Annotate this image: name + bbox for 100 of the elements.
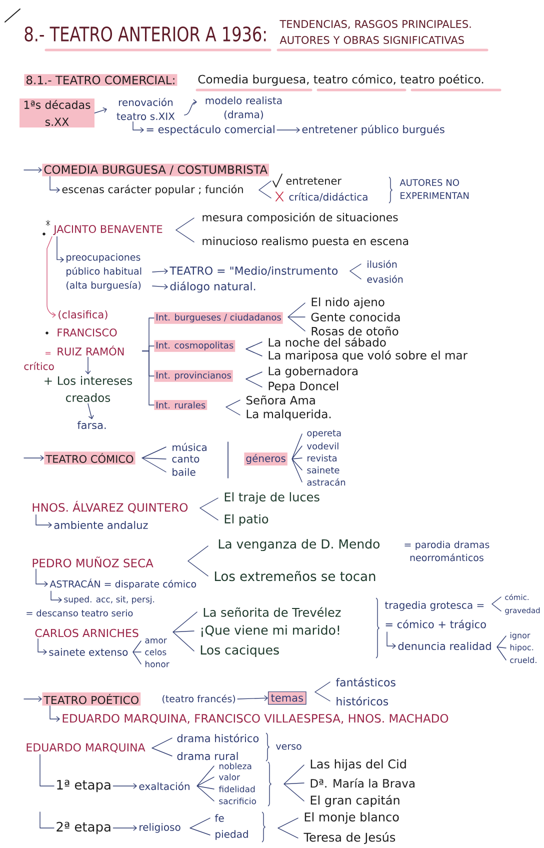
author-name: PEDRO MUÑOZ SECA [32, 556, 154, 568]
work-title: Pepa Doncel [268, 381, 338, 393]
highlighted-term: Int. burgueses / ciudadanos [154, 312, 283, 324]
work-title: Las hijas del Cid [310, 759, 406, 771]
note-text: ASTRACÁN = disparate cómico [50, 578, 196, 590]
author-name: CARLOS ARNICHES [35, 628, 138, 638]
note-text: ilusión [368, 260, 397, 268]
list-item: hipoc. [510, 644, 534, 652]
note-text: ambiente andaluz [54, 520, 148, 530]
list-item: amor [145, 638, 167, 644]
note-text: crítico [24, 362, 54, 370]
arrow [24, 167, 42, 173]
list-item: música [172, 442, 206, 452]
connector-line [40, 812, 54, 828]
arrow [50, 176, 60, 193]
connector-line [142, 350, 154, 406]
note-text: (teatro francés) [162, 694, 236, 704]
list-item: honor [145, 660, 170, 668]
list-item: canto [172, 455, 200, 463]
note-text: evasión [367, 275, 403, 283]
work-title: La señorita de Trevélez [204, 607, 341, 617]
author-list: EDUARDO MARQUINA, FRANCISCO VILLAESPESA, HNOS. MACHADO [62, 714, 448, 724]
work-title: + Los intereses creados [44, 376, 132, 402]
work-title: Dª. María la Brava [310, 778, 414, 788]
work-title: La mariposa que voló sobre el mar [268, 350, 468, 362]
note-text: farsa. [77, 420, 106, 430]
highlighted-term: Int. cosmopolitas [154, 340, 236, 352]
note-text: TEATRO = "Medio/instrumento [170, 266, 338, 276]
author-name: FRANCISCO RUIZ RAMÓN [58, 328, 124, 356]
list-item: ignor [510, 632, 530, 640]
list-item: sacrificio [219, 798, 256, 804]
note-text: exaltación [139, 782, 190, 790]
list-item: valor [218, 774, 240, 780]
list-item: piedad [216, 830, 248, 840]
arrow [152, 284, 168, 290]
work-title: El traje de luces [224, 492, 320, 504]
note-text: diálogo natural. [170, 281, 256, 293]
author-name: JACINTO BENAVENTE [53, 225, 162, 235]
note-text: minucioso realismo puesta en escena [202, 236, 408, 248]
list-item: crueld. [510, 656, 536, 664]
section-topics: Comedia burguesa, teatro cómico, teatro poético. [198, 74, 484, 86]
boxed-term: temas [268, 691, 306, 705]
work-title: Teresa de Jesús [304, 832, 396, 844]
note-text: escenas carácter popular ; función [62, 184, 243, 196]
author-name: HNOS. ÁLVAREZ QUINTERO [32, 500, 188, 514]
note-text: sainete extenso [49, 648, 128, 656]
highlighted-term: Int. rurales [154, 400, 208, 410]
list-item: opereta [307, 430, 341, 438]
work-title: El nido ajeno [312, 297, 384, 309]
work-title: La malquerida. [246, 409, 331, 421]
work-title: Los caciques [200, 644, 279, 658]
arrow [38, 638, 47, 655]
work-title: El gran capitán [310, 794, 400, 808]
note-text: = [46, 352, 51, 354]
arrow [88, 403, 94, 420]
arrow [152, 268, 168, 274]
arrow [94, 107, 107, 114]
arrow [50, 590, 62, 603]
list-item: fantásticos [336, 678, 396, 686]
list-item: nobleza [219, 762, 252, 770]
list-item: vodevil [306, 442, 338, 450]
arrow [36, 568, 48, 587]
highlighted-term: géneros [244, 452, 288, 466]
title: 8.- TEATRO ANTERIOR A 1936: [24, 26, 266, 42]
arrow [276, 127, 300, 133]
section-heading: 8.1.- TEATRO COMERCIAL: [24, 74, 178, 86]
arrow [112, 783, 137, 789]
list-item: fidelidad [218, 786, 255, 792]
note-text: = parodia dramas neorrománticos [404, 540, 490, 562]
connector-line [40, 754, 54, 786]
list-item: baile [172, 468, 196, 476]
note-text: preocupaciones público habitual (alta burguesía) [66, 253, 142, 291]
stage-label: 2ª etapa [56, 822, 110, 834]
arrow [56, 236, 64, 263]
arrow [46, 236, 56, 318]
work-title: El patio [224, 514, 268, 526]
author-name: EDUARDO MARQUINA [26, 743, 146, 753]
highlighted-term: Int. provincianos [154, 370, 233, 382]
highlighted-term: 1ªs décadas s.XX [20, 98, 94, 128]
list-item: sainete [307, 466, 340, 474]
note-text: (clasifica) [58, 310, 108, 320]
work-title: Los extremeños se tocan [214, 570, 376, 582]
work-title: Señora Ama [246, 395, 315, 405]
note-text: crítica/didáctica [289, 192, 368, 202]
section-heading: TEATRO CÓMICO [44, 452, 136, 464]
arrow [237, 695, 268, 701]
work-title: Gente conocida [311, 312, 400, 322]
note-text: AUTORES NO EXPERIMENTAN [400, 179, 469, 199]
list-item: drama rural [177, 752, 238, 760]
note-text: renovación teatro s.XIX [116, 98, 175, 120]
note-text: tragedia grotesca = [384, 601, 484, 611]
list-item: astracán [307, 478, 346, 486]
arrow [112, 825, 137, 831]
arrow [132, 121, 144, 133]
work-title: Rosas de otoño [312, 326, 398, 336]
section-heading: COMEDIA BURGUESA / COSTUMBRISTA [42, 164, 270, 176]
note-text: = espectáculo comercial [146, 124, 274, 136]
note-text: religioso [140, 823, 180, 833]
list-item: históricos [336, 696, 388, 706]
subtitle: TENDENCIAS, RASGOS PRINCIPALES. AUTORES Y OBRAS SIGNIFICATIVAS [280, 20, 471, 44]
